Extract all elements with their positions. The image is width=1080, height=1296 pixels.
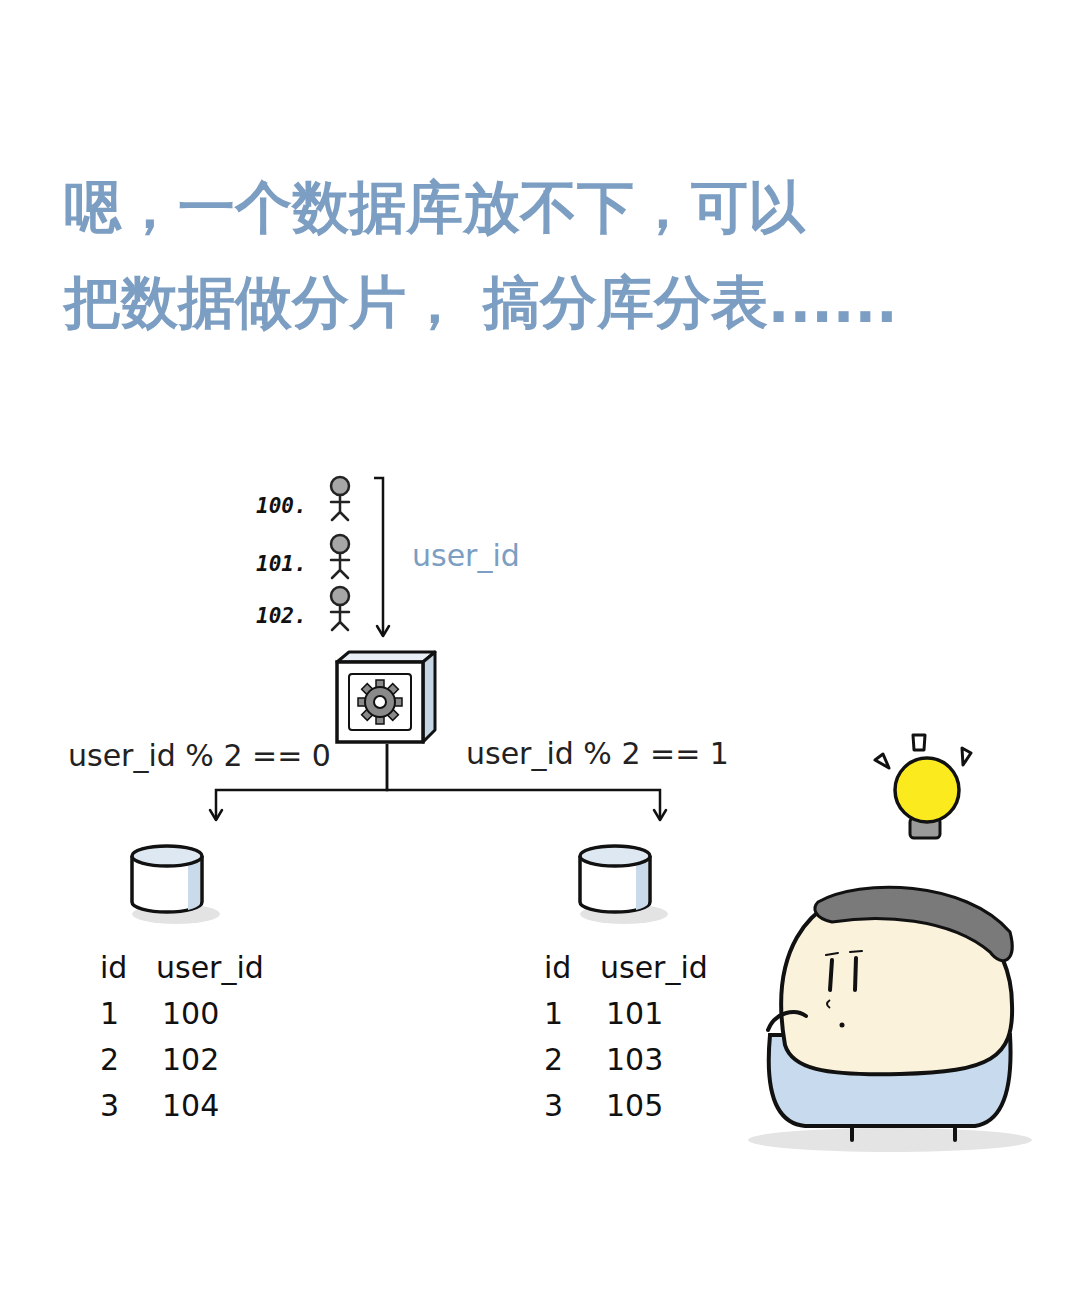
user-id-label: 100. [256, 494, 307, 518]
table-cell: 105 [606, 1088, 663, 1123]
user-id-label: 101. [256, 552, 307, 576]
table-cell: 104 [162, 1088, 219, 1123]
table-cell: id [100, 950, 127, 985]
database-shard: id user_id 1 101 2 103 3 105 [540, 822, 780, 1137]
table-cell: 103 [606, 1042, 663, 1077]
user-id-label: 102. [256, 604, 307, 628]
table-cell: user_id [600, 950, 708, 985]
table-cell: 3 [100, 1088, 119, 1123]
table-cell: id [544, 950, 571, 985]
table-cell: 1 [544, 996, 563, 1031]
edge-label: user_id [410, 538, 522, 573]
edge-label: user_id % 2 == 1 [464, 736, 731, 771]
edge-label: user_id % 2 == 0 [66, 738, 333, 773]
connector-arrow [374, 478, 383, 636]
table-cell: 2 [544, 1042, 563, 1077]
title-text: 嗯，一个数据库放不下，可以 把数据做分片， 搞分库分表...... [64, 160, 1024, 350]
user-list: 100. 101. 102. [252, 468, 374, 638]
table-cell: 3 [544, 1088, 563, 1123]
table-cell: 102 [162, 1042, 219, 1077]
table-cell: 1 [100, 996, 119, 1031]
gear-drawing [335, 650, 439, 744]
table-cell: 101 [606, 996, 663, 1031]
table-cell: user_id [156, 950, 264, 985]
database-shard: id user_id 1 100 2 102 3 104 [96, 822, 336, 1137]
table-cell: 2 [100, 1042, 119, 1077]
router-box [335, 650, 439, 744]
table-cell: 100 [162, 996, 219, 1031]
